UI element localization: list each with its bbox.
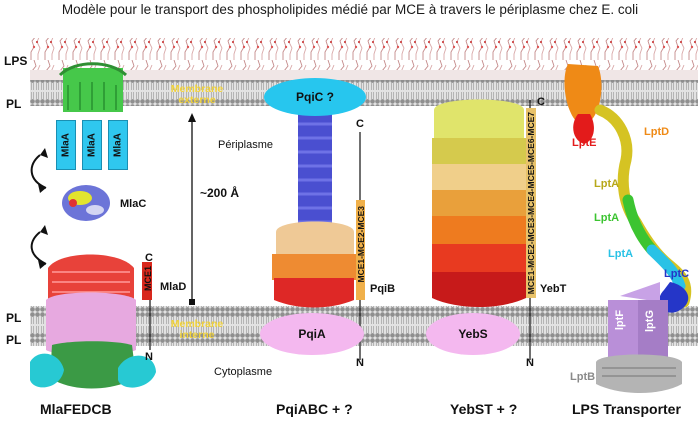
lps-transporter-system-label: LPS Transporter: [572, 401, 681, 417]
lptd-label: LptD: [644, 126, 670, 138]
pqiabc-system-label: PqiABC + ?: [276, 401, 353, 417]
yebt-mce-label: MCE1-MCE2-MCE3-MCE4-MCE5-MCE6-MCE7: [526, 112, 536, 295]
figure-title: Modèle pour le transport des phospholipi…: [61, 2, 639, 17]
distance-arrow: [188, 113, 196, 305]
yebt-c-label: C: [537, 96, 545, 108]
mlad-label: MlaD: [160, 281, 187, 293]
mlad-n-label: N: [145, 351, 153, 363]
mce1-mlad-label: MCE1: [143, 266, 153, 292]
pqib-mce-label: MCE1-MCE2-MCE3: [356, 206, 366, 283]
yebst-system-label: YebST + ?: [450, 401, 518, 417]
yebt-ring5: [432, 164, 526, 190]
lptf-label: lptF: [614, 310, 626, 331]
lptg-block: [638, 300, 668, 358]
lptb-label: LptB: [570, 371, 596, 383]
inner-leaflet-bottom: [30, 330, 698, 346]
lptg-label: lptG: [644, 310, 656, 332]
pqib-mce-strip: [356, 200, 365, 300]
mlae-domain: [46, 292, 136, 356]
lps-transporter-structure: [564, 64, 692, 393]
yebt-mce-strip: [526, 108, 536, 298]
mce1-mlad-bar: [142, 262, 152, 300]
lptb-dimer: [596, 354, 682, 393]
lpta-label-2: LptA: [594, 212, 620, 224]
yebt-ring7: [434, 99, 524, 138]
lps-layer: [30, 38, 698, 70]
lpte-label: LptE: [572, 137, 597, 149]
pl-top-label: PL: [6, 97, 22, 111]
pqib-ring1: [276, 221, 354, 256]
pqib-n-label: N: [356, 357, 364, 369]
mlaa-box-3: MlaA: [108, 120, 128, 170]
mlaa-box-1: MlaA: [56, 120, 76, 170]
lpte-protein: [573, 114, 594, 144]
pqib-c-label: C: [356, 118, 364, 130]
mlafedcb-system-label: MlaFEDCB: [40, 401, 112, 417]
pl-inner1-label: PL: [6, 311, 22, 325]
pl-inner2-label: PL: [6, 333, 22, 347]
lpta-label-3: LptA: [608, 248, 634, 260]
pqia-ellipse: PqiA: [260, 313, 364, 355]
yebst-structure: [432, 99, 536, 360]
periplasm-label: Périplasme: [218, 139, 274, 151]
pqib-ring2: [272, 254, 356, 280]
yebt-ring4: [432, 190, 526, 216]
lptd-barrel: [564, 64, 602, 126]
yebs-ellipse: YebS: [426, 313, 520, 355]
pqic-ellipse: PqiC ?: [264, 78, 366, 116]
yebt-n-label: N: [526, 357, 534, 369]
yebt-ring2: [432, 244, 526, 272]
pqic-label: PqiC ?: [296, 90, 334, 104]
inner-membrane: [30, 306, 698, 346]
yebt-label: YebT: [540, 283, 567, 295]
mlaa-label-3: MlaA: [112, 133, 124, 157]
lps-layer-label: LPS: [4, 54, 28, 68]
inner-leaflet-top: [30, 306, 698, 332]
mlaa-box-2: MlaA: [82, 120, 102, 170]
mlaf-domain: [50, 341, 136, 389]
pqia-label: PqiA: [298, 327, 326, 341]
mlafedcb-structure: [30, 62, 156, 389]
yebt-ring1: [432, 272, 526, 307]
pqib-stalk: [298, 106, 332, 232]
mlad-c-label: C: [145, 252, 153, 264]
outer-membrane-label: Membrane externe: [170, 83, 224, 106]
yebs-label: YebS: [458, 327, 488, 341]
mlaa-label-1: MlaA: [60, 133, 72, 157]
lpta-label-1: LptA: [594, 178, 620, 190]
distance-label: ~200 Å: [200, 186, 240, 200]
yebt-ring3: [432, 216, 526, 244]
cytoplasm-label: Cytoplasme: [214, 366, 273, 378]
mlaa-label-2: MlaA: [86, 133, 98, 157]
pqiabc-structure: [272, 106, 365, 360]
mlac-label: MlaC: [120, 198, 147, 210]
lptc-label: LptC: [664, 268, 690, 280]
lptfg-cap: [620, 282, 660, 302]
mlab-left: [30, 353, 64, 388]
pqib-ring3: [274, 278, 354, 308]
lptf-block: [608, 300, 638, 358]
pqib-label: PqiB: [370, 283, 396, 295]
yebt-ring6: [432, 138, 526, 164]
inner-membrane-label: Membrane interne: [170, 318, 224, 341]
mlab-right: [118, 355, 156, 388]
